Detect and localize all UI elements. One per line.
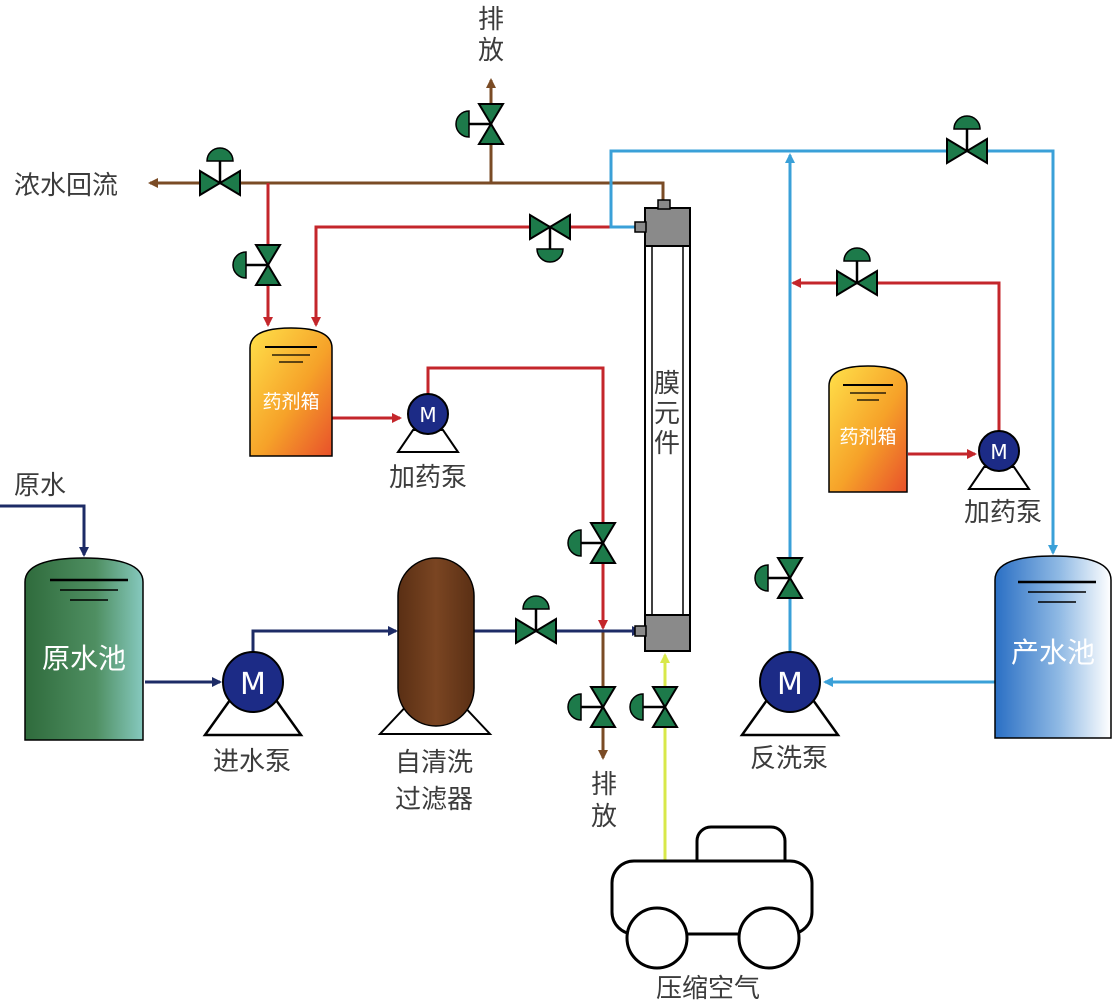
discharge-bottom-label-1: 排	[591, 770, 617, 800]
chemical-tank-right[interactable]: 药剂箱	[828, 365, 908, 493]
pump-to-filter	[251, 626, 398, 654]
membrane-label-2: 元	[654, 399, 680, 429]
discharge-top-label-1: 排	[478, 5, 504, 35]
membrane-label-3: 件	[654, 429, 680, 459]
valve-left-tank-inlet[interactable]	[232, 244, 282, 286]
dosing-pump-left-symbol: M	[419, 403, 436, 427]
chem-tank-right-label: 药剂箱	[839, 426, 896, 448]
backwash-pump[interactable]: M	[739, 651, 841, 737]
dosing-pump-left[interactable]: M	[396, 393, 460, 453]
dosing-pump-right-label: 加药泵	[964, 498, 1042, 528]
discharge-bottom-label-2: 放	[591, 802, 617, 832]
concentrate-header	[148, 178, 665, 200]
valve-product-top[interactable]	[946, 115, 988, 165]
backwash-pump-symbol: M	[777, 667, 803, 702]
discharge-top-label-2: 放	[478, 36, 504, 66]
product-water-tank[interactable]: 产水池	[994, 555, 1112, 739]
valve-concentrate-return[interactable]	[199, 147, 241, 197]
product-tank-label: 产水池	[1011, 636, 1095, 669]
membrane-top-to-left-tank	[311, 225, 643, 327]
valve-discharge-top[interactable]	[455, 103, 505, 145]
valve-backwash[interactable]	[754, 557, 804, 599]
valve-right-dosing[interactable]	[836, 247, 878, 297]
valve-air[interactable]	[629, 686, 679, 728]
dosing-pump-right-symbol: M	[990, 440, 1007, 464]
concentrate-return-label: 浓水回流	[14, 171, 118, 201]
chemical-tank-left[interactable]: 药剂箱	[249, 327, 333, 457]
membrane-label-1: 膜	[654, 369, 680, 399]
membrane-element[interactable]: 膜 元 件	[634, 199, 691, 652]
chem-tank-left-label: 药剂箱	[262, 391, 319, 413]
filter-label-1: 自清洗	[395, 748, 473, 778]
compressed-air-label: 压缩空气	[656, 974, 760, 1004]
membrane-product-out	[609, 149, 1058, 555]
dosing-pump-right[interactable]: M	[967, 430, 1031, 490]
filter-label-2: 过滤器	[395, 785, 473, 815]
valve-membrane-top-chem[interactable]	[529, 213, 571, 263]
dosing-pump-left-label: 加药泵	[389, 463, 467, 493]
raw-water-in-label: 原水	[14, 471, 66, 501]
valve-filter-outlet[interactable]	[515, 595, 557, 645]
raw-water-tank-label: 原水池	[42, 642, 126, 675]
valve-discharge-bottom[interactable]	[567, 686, 617, 728]
inlet-pump-label: 进水泵	[213, 747, 291, 777]
valve-left-dosing[interactable]	[567, 522, 617, 564]
inlet-pump-symbol: M	[240, 667, 266, 702]
air-compressor[interactable]	[610, 825, 814, 970]
inlet-pump[interactable]: M	[202, 651, 304, 737]
raw-water-in-line	[0, 504, 89, 557]
backwash-pump-label: 反洗泵	[750, 744, 828, 774]
raw-water-tank[interactable]: 原水池	[24, 557, 144, 741]
left-dosing-line	[426, 366, 608, 630]
self-cleaning-filter[interactable]	[377, 557, 493, 735]
